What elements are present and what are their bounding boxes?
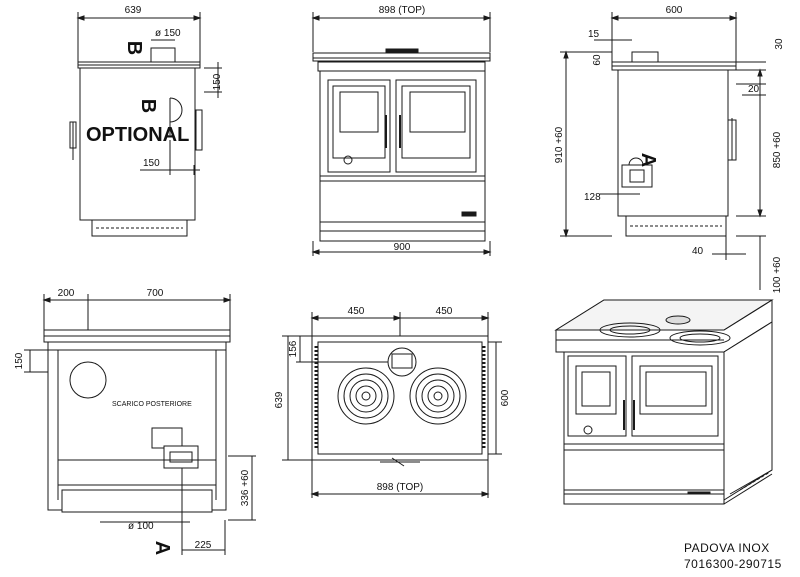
front-view — [311, 12, 492, 256]
side-left-width: 639 — [125, 5, 142, 16]
front-width: 900 — [394, 242, 411, 253]
top-left-center: 450 — [348, 306, 365, 317]
model-name: PADOVA INOX — [684, 541, 770, 555]
rear-discharge-label: SCARICO POSTERIORE — [112, 401, 192, 408]
section-marker-b-mid: B — [137, 99, 159, 113]
isometric-view — [554, 299, 774, 505]
top-width: 898 (TOP) — [377, 482, 424, 493]
top-right-center: 450 — [436, 306, 453, 317]
rear-view — [24, 294, 256, 555]
side-left-rear-offset: 150 — [143, 158, 160, 169]
top-depth-total: 639 — [274, 391, 285, 408]
model-code: 7016300-290715 — [684, 557, 782, 571]
section-marker-a-rear: A — [151, 541, 173, 555]
side-right-height-top: 910 +60 — [554, 126, 565, 163]
side-right-d30: 30 — [774, 38, 785, 50]
rear-top-offset: 150 — [14, 352, 25, 369]
rear-flue-height: 336 +60 — [240, 469, 251, 506]
rear-flue-side: 225 — [195, 540, 212, 551]
side-right-plinth: 100 +60 — [772, 256, 783, 293]
optional-label: OPTIONAL — [86, 124, 189, 146]
rear-span: 700 — [147, 288, 164, 299]
side-right-d60: 60 — [592, 54, 603, 66]
top-depth-inner: 600 — [500, 389, 511, 406]
top-flue-offset: 156 — [288, 340, 299, 357]
side-view-left — [69, 12, 222, 237]
side-right-d15: 15 — [588, 29, 600, 40]
side-left-flue-offset: 150 — [212, 73, 223, 90]
top-view — [282, 312, 502, 498]
front-top-width: 898 (TOP) — [379, 5, 426, 16]
section-marker-a-side: A — [637, 153, 659, 167]
rear-flue-diameter: ø 100 — [128, 521, 154, 532]
side-right-d128: 128 — [584, 192, 601, 203]
rear-left-offset: 200 — [58, 288, 75, 299]
side-right-height-body: 850 +60 — [772, 131, 783, 168]
side-right-depth: 600 — [666, 5, 683, 16]
side-left-flue-diameter: ø 150 — [155, 28, 181, 39]
section-marker-b-top: B — [123, 41, 145, 55]
side-view-right — [560, 12, 766, 290]
side-right-d40: 40 — [692, 246, 704, 257]
side-right-d20: 20 — [748, 84, 760, 95]
